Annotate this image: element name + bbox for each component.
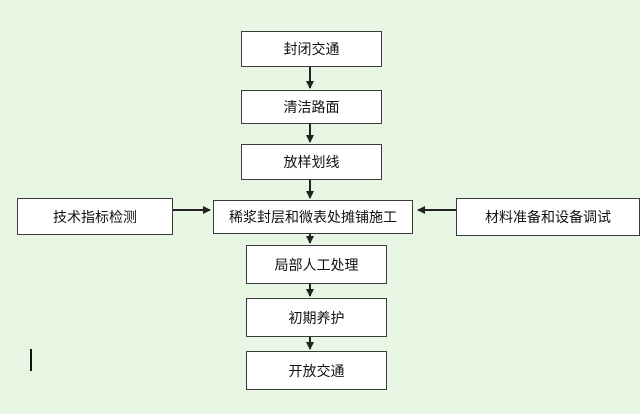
side-input-right-label: 材料准备和设备调试 bbox=[485, 210, 611, 226]
step-clean-road-label: 清洁路面 bbox=[283, 100, 340, 116]
step-initial-curing-label: 初期养护 bbox=[288, 310, 345, 327]
step-partial-manual: 局部人工处理 bbox=[246, 245, 387, 284]
step-main-construction-label: 稀浆封层和微表处摊铺施工 bbox=[229, 210, 397, 226]
step-open-traffic: 开放交通 bbox=[246, 351, 387, 390]
step-clean-road: 清洁路面 bbox=[241, 90, 382, 124]
side-input-left-label: 技术指标检测 bbox=[53, 209, 137, 226]
step-close-traffic: 封闭交通 bbox=[241, 31, 382, 67]
step-layout-marking-label: 放样划线 bbox=[283, 155, 340, 171]
step-layout-marking: 放样划线 bbox=[241, 144, 382, 180]
text-cursor bbox=[30, 349, 32, 371]
step-open-traffic-label: 开放交通 bbox=[288, 363, 345, 380]
step-initial-curing: 初期养护 bbox=[246, 298, 387, 337]
step-partial-manual-label: 局部人工处理 bbox=[274, 257, 359, 274]
step-main-construction: 稀浆封层和微表处摊铺施工 bbox=[213, 200, 413, 234]
side-input-left: 技术指标检测 bbox=[17, 198, 173, 235]
side-input-right: 材料准备和设备调试 bbox=[456, 198, 640, 236]
step-close-traffic-label: 封闭交通 bbox=[283, 42, 340, 58]
